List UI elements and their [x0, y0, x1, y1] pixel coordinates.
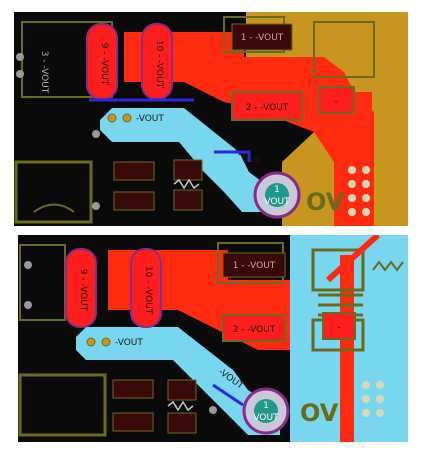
pad-label-1: 1 - -VOUT — [233, 261, 276, 271]
pad-label-10: 10 - -VOUT — [143, 266, 153, 315]
pad-10[interactable] — [130, 248, 162, 328]
pad-2[interactable] — [231, 91, 303, 121]
silk-outline — [14, 160, 93, 224]
via-grid — [348, 166, 370, 216]
resistor-symbol — [167, 400, 194, 412]
pad-label-1: 1 - -VOUT — [241, 33, 284, 43]
via — [107, 113, 117, 123]
part-pad — [173, 159, 203, 181]
via — [209, 406, 217, 414]
trace-vout-cyan — [76, 327, 280, 435]
big-via-number: 1 — [263, 401, 269, 411]
pad-label-2: 2 - -VOUT — [246, 103, 289, 113]
via — [101, 337, 111, 347]
via-grid — [362, 381, 384, 417]
silk-outline — [311, 248, 365, 292]
pad-1[interactable] — [222, 252, 286, 278]
pad-label-9: 9 - -VOUT — [78, 269, 88, 312]
pcb-canvas-top[interactable]: 9 - -VOUT 10 - -VOUT 2 - -VOUT 1 - -VOUT… — [14, 12, 408, 226]
via — [16, 53, 24, 61]
pcb-view-bottom[interactable]: 9 - -VOUT 10 - -VOUT 1 - -VOUT 2 - -VOUT… — [18, 235, 408, 442]
silk-arc — [33, 203, 75, 213]
resistor-pad — [112, 379, 154, 399]
pad-label-2: 2 - -VOUT — [233, 325, 276, 335]
pad-label-small: - — [334, 97, 337, 107]
side-label: 3 - -VOUT — [39, 51, 49, 94]
big-via-core — [265, 183, 289, 207]
copper-strip-red — [344, 92, 372, 226]
via — [122, 113, 132, 123]
via — [86, 337, 96, 347]
trace-vout-cyan — [100, 108, 269, 212]
big-via-number: 1 — [274, 185, 280, 195]
resistor-pad — [113, 191, 155, 211]
part-pad — [167, 412, 197, 434]
resistor-symbol — [173, 178, 200, 190]
pad-small[interactable] — [318, 86, 355, 114]
part-pad — [167, 379, 197, 401]
part-pad — [173, 189, 203, 211]
via — [92, 130, 100, 138]
big-via-core — [254, 399, 278, 423]
trace-label: -VOUT — [136, 114, 164, 124]
pad-1[interactable] — [231, 23, 293, 51]
via — [24, 301, 32, 309]
ground-label: OV — [306, 188, 345, 216]
via — [92, 202, 100, 210]
pad-label-9: 9 - -VOUT — [99, 43, 109, 86]
via — [24, 261, 32, 269]
resistor-pad — [113, 161, 155, 181]
big-via-net: VOUT — [253, 413, 279, 423]
pcb-view-top[interactable]: 9 - -VOUT 10 - -VOUT 2 - -VOUT 1 - -VOUT… — [14, 12, 408, 226]
via — [16, 70, 24, 78]
trace-label: -VOUT — [115, 338, 143, 348]
ground-label: OV — [300, 399, 339, 427]
pad-2[interactable] — [222, 314, 286, 342]
pad-small[interactable] — [322, 312, 356, 340]
big-via-net: VOUT — [264, 197, 290, 207]
copper-area-red — [124, 32, 374, 226]
silk-outline — [18, 373, 107, 437]
trace-red-diag — [325, 235, 381, 283]
resistor-pad — [112, 412, 154, 432]
trace-blue — [212, 383, 244, 407]
pad-label-small: - — [337, 323, 340, 333]
silk-resistor — [372, 260, 404, 272]
pad-label-10: 10 - -VOUT — [154, 40, 164, 89]
pcb-canvas-bottom[interactable]: 9 - -VOUT 10 - -VOUT 1 - -VOUT 2 - -VOUT… — [18, 235, 408, 442]
pad-9[interactable] — [65, 248, 97, 328]
silk-outline — [313, 21, 375, 78]
trace-blue — [214, 150, 251, 162]
